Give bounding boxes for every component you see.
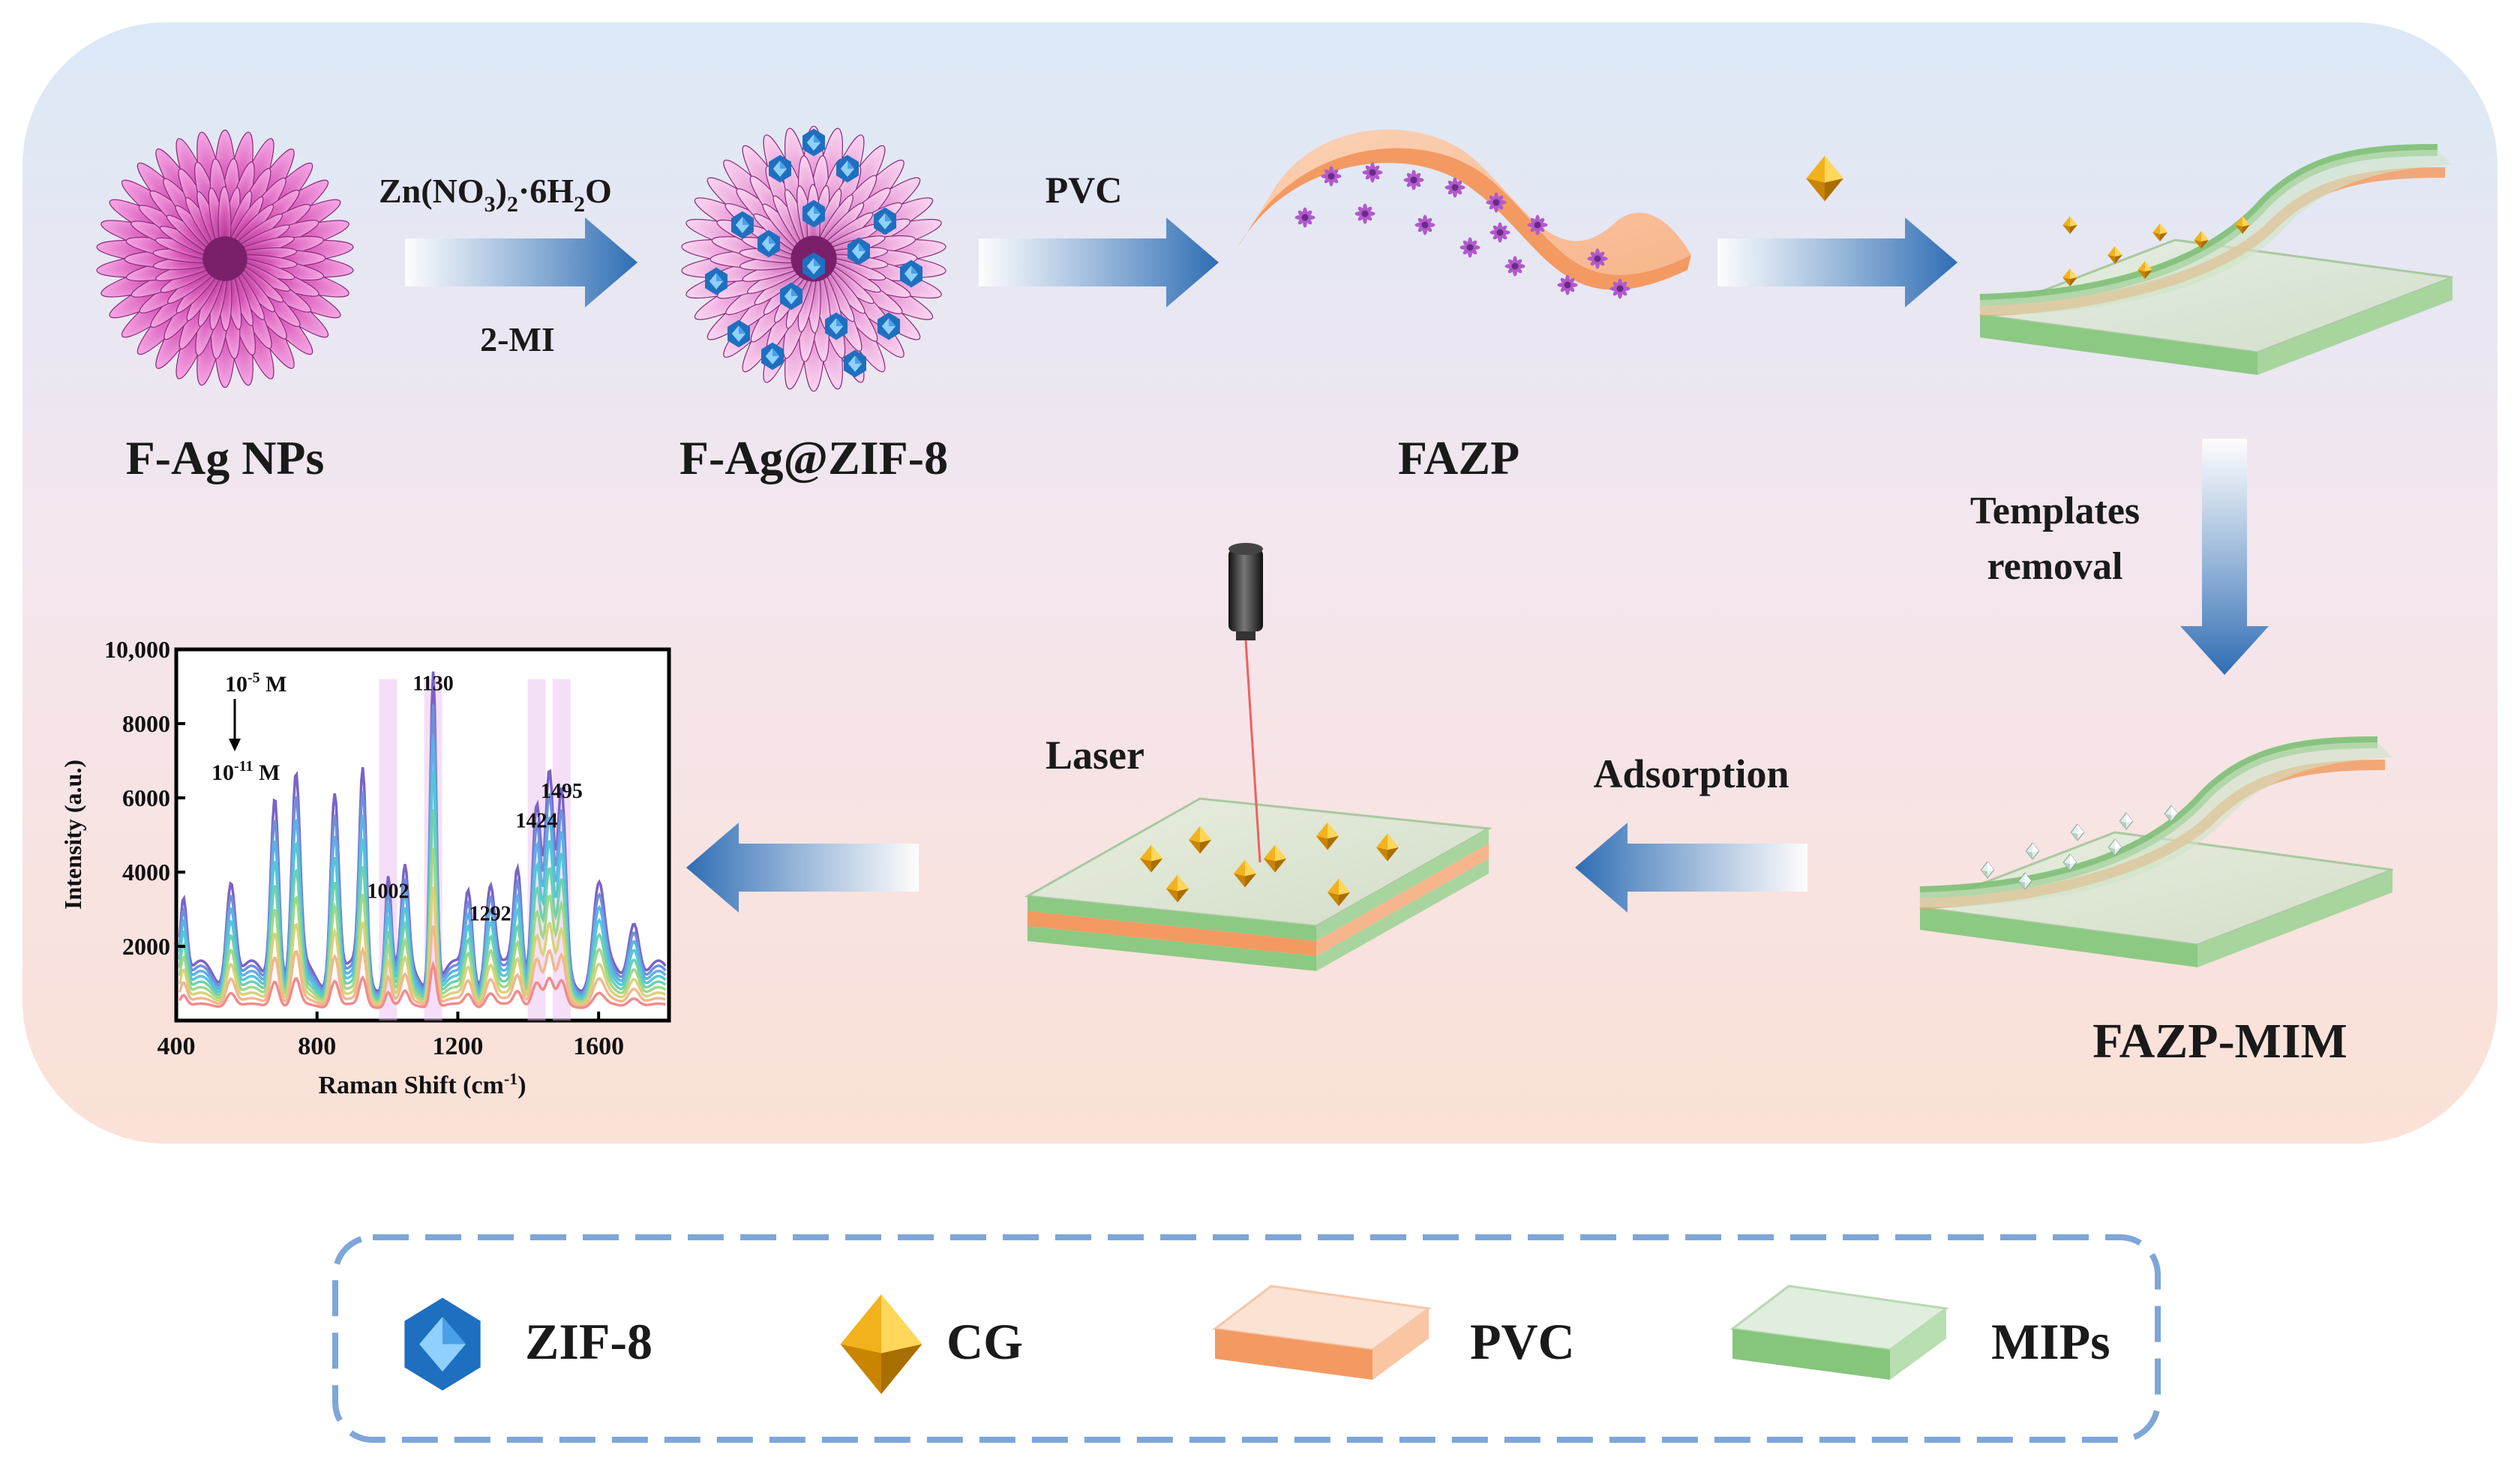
arrow-step-5 (1575, 823, 1808, 913)
step-templates-line2: removal (1988, 545, 2123, 588)
spectrum-line (178, 960, 666, 1009)
peak-label: 1130 (412, 672, 453, 695)
flower-core (202, 236, 248, 281)
conc-high-label: 10-5 M (225, 670, 287, 697)
legend-cg-icon (840, 1294, 922, 1394)
label-fazp-mim: FAZP-MIM (2092, 1014, 2348, 1069)
spectrum-line (178, 770, 667, 1000)
reagent-zinc-nitrate: Zn(NO3)2·6H2O (379, 172, 612, 217)
spectrum-line (178, 886, 667, 1006)
y-tick-label: 2000 (122, 933, 170, 960)
laser-source (1228, 543, 1263, 863)
y-tick-label: 8000 (122, 710, 170, 737)
y-tick-label: 6000 (122, 784, 170, 811)
step-adsorption-label: Adsorption (1593, 751, 1789, 796)
y-tick-label: 4000 (122, 859, 170, 886)
label-f-ag-nps: F-Ag NPs (126, 431, 325, 484)
legend-box (332, 1234, 2161, 1443)
chart-x-axis-label: Raman Shift (cm-1) (318, 1069, 526, 1099)
arrow-step-6 (686, 823, 919, 913)
step-pvc-label: PVC (1046, 169, 1123, 211)
peak-label: 1002 (368, 880, 410, 904)
x-tick-label: 400 (158, 1033, 196, 1060)
spectrum-line (178, 847, 667, 1003)
spectrum-line (178, 925, 666, 1007)
fazp-film (1238, 129, 1691, 299)
f-ag-nanoflower (96, 129, 354, 388)
step-laser-label: Laser (1046, 733, 1144, 778)
arrow-step-2 (979, 217, 1219, 307)
detection-film (1024, 797, 1492, 971)
legend-pvc-icon (1212, 1285, 1432, 1380)
legend-pvc-label: PVC (1470, 1313, 1575, 1370)
legend-mips-icon (1730, 1285, 1949, 1380)
x-tick-label: 1200 (432, 1033, 483, 1060)
legend-cg-label: CG (946, 1313, 1023, 1370)
conc-arrow-head (229, 739, 241, 751)
chart-y-axis-label: Intensity (a.u.) (59, 760, 86, 910)
reagent-2-mi: 2-MI (480, 320, 555, 358)
x-tick-label: 1600 (573, 1033, 624, 1060)
imprinted-film-with-templates (1979, 144, 2453, 375)
peak-label: 1495 (541, 780, 583, 803)
x-tick-label: 800 (298, 1033, 336, 1060)
spectrum-line (178, 809, 667, 1002)
label-fazp: FAZP (1398, 431, 1520, 484)
legend-zif8-label: ZIF-8 (525, 1313, 652, 1370)
laser-beam (1244, 640, 1262, 863)
legend-zif8-icon (404, 1297, 481, 1391)
peak-label: 1292 (470, 902, 512, 925)
y-tick-label: 10,000 (104, 636, 170, 663)
arrow-step-1 (405, 217, 638, 307)
label-f-ag-zif8: F-Ag@ZIF-8 (680, 431, 948, 484)
step-templates-line1: Templates (1970, 490, 2140, 532)
chart-frame (174, 647, 671, 1023)
arrow-step-3 (1718, 217, 1958, 307)
arrow-step-4 (2180, 439, 2269, 675)
legend: ZIF-8 CG PVC MIPs (332, 1234, 2161, 1443)
fazp-mim-film (1919, 736, 2393, 967)
f-ag-zif8-composite (681, 125, 946, 392)
legend-mips-label: MIPs (1991, 1313, 2110, 1370)
conc-low-label: 10-11 M (212, 758, 280, 785)
sers-spectrum-chart: 400 800 1200 1600 2000 4000 6000 8000 10,000 100… (59, 636, 671, 1099)
peak-label: 1424 (516, 810, 558, 833)
